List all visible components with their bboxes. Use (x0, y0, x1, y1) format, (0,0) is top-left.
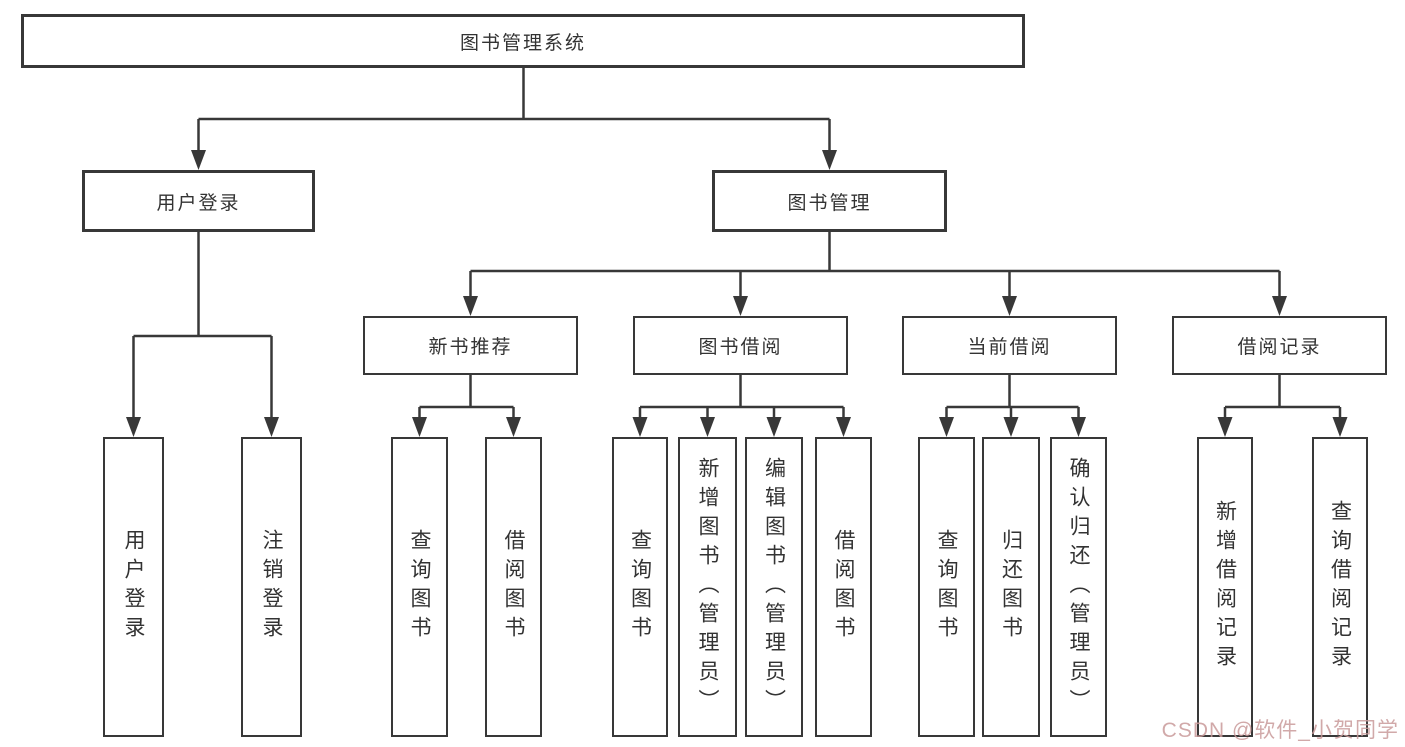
node-book-management: 图书管理 (712, 170, 947, 232)
node-add-borrow-record-label: 新增借阅记录 (1213, 500, 1237, 674)
node-user-login: 用户登录 (82, 170, 315, 232)
node-query-borrow-record: 查询借阅记录 (1312, 437, 1368, 737)
connector-book-borrow (632, 375, 851, 437)
node-borrow-records: 借阅记录 (1172, 316, 1387, 375)
connector-user-login (126, 232, 279, 437)
node-recommend-query-books-label: 查询图书 (408, 529, 431, 645)
node-user-login-leaf: 用户登录 (103, 437, 164, 737)
node-new-book-recommend-label: 新书推荐 (428, 337, 513, 358)
node-return-books: 归还图书 (982, 437, 1040, 737)
node-book-management-label: 图书管理 (787, 192, 872, 214)
node-return-books-label: 归还图书 (999, 529, 1023, 645)
node-confirm-return-admin-label: 确认归还（管理员） (1067, 456, 1090, 718)
node-library-system: 图书管理系统 (21, 14, 1025, 68)
node-borrow-query-books: 查询图书 (612, 437, 668, 737)
node-borrow-books-label: 借阅图书 (832, 529, 855, 645)
node-edit-book-admin: 编辑图书（管理员） (745, 437, 803, 737)
node-logout: 注销登录 (241, 437, 302, 737)
node-recommend-query-books: 查询图书 (391, 437, 448, 737)
node-current-borrow: 当前借阅 (902, 316, 1117, 375)
node-user-login-label: 用户登录 (156, 192, 241, 214)
node-user-login-leaf-label: 用户登录 (122, 529, 145, 645)
node-recommend-borrow-books-label: 借阅图书 (502, 529, 525, 645)
node-add-book-admin-label: 新增图书（管理员） (696, 456, 719, 718)
node-logout-label: 注销登录 (260, 529, 283, 645)
node-borrow-query-books-label: 查询图书 (628, 529, 652, 645)
node-book-borrow-label: 图书借阅 (698, 337, 783, 358)
watermark: CSDN @软件_小贺同学 (1161, 719, 1399, 742)
node-borrow-books: 借阅图书 (815, 437, 872, 737)
connector-book-management (463, 232, 1287, 316)
node-current-query-books: 查询图书 (918, 437, 975, 737)
node-new-book-recommend: 新书推荐 (363, 316, 578, 375)
node-current-borrow-label: 当前借阅 (967, 337, 1052, 358)
node-borrow-records-label: 借阅记录 (1237, 337, 1322, 358)
node-query-borrow-record-label: 查询借阅记录 (1328, 500, 1352, 674)
node-confirm-return-admin: 确认归还（管理员） (1050, 437, 1107, 737)
node-add-borrow-record: 新增借阅记录 (1197, 437, 1253, 737)
node-library-system-label: 图书管理系统 (459, 32, 586, 54)
connector-root (191, 68, 837, 170)
node-add-book-admin: 新增图书（管理员） (678, 437, 737, 737)
connector-new-book-recommend (412, 375, 521, 437)
node-recommend-borrow-books: 借阅图书 (485, 437, 542, 737)
node-edit-book-admin-label: 编辑图书（管理员） (762, 456, 786, 718)
node-current-query-books-label: 查询图书 (935, 529, 958, 645)
connector-current-borrow (939, 375, 1086, 437)
connector-borrow-records (1217, 375, 1348, 437)
node-book-borrow: 图书借阅 (633, 316, 848, 375)
